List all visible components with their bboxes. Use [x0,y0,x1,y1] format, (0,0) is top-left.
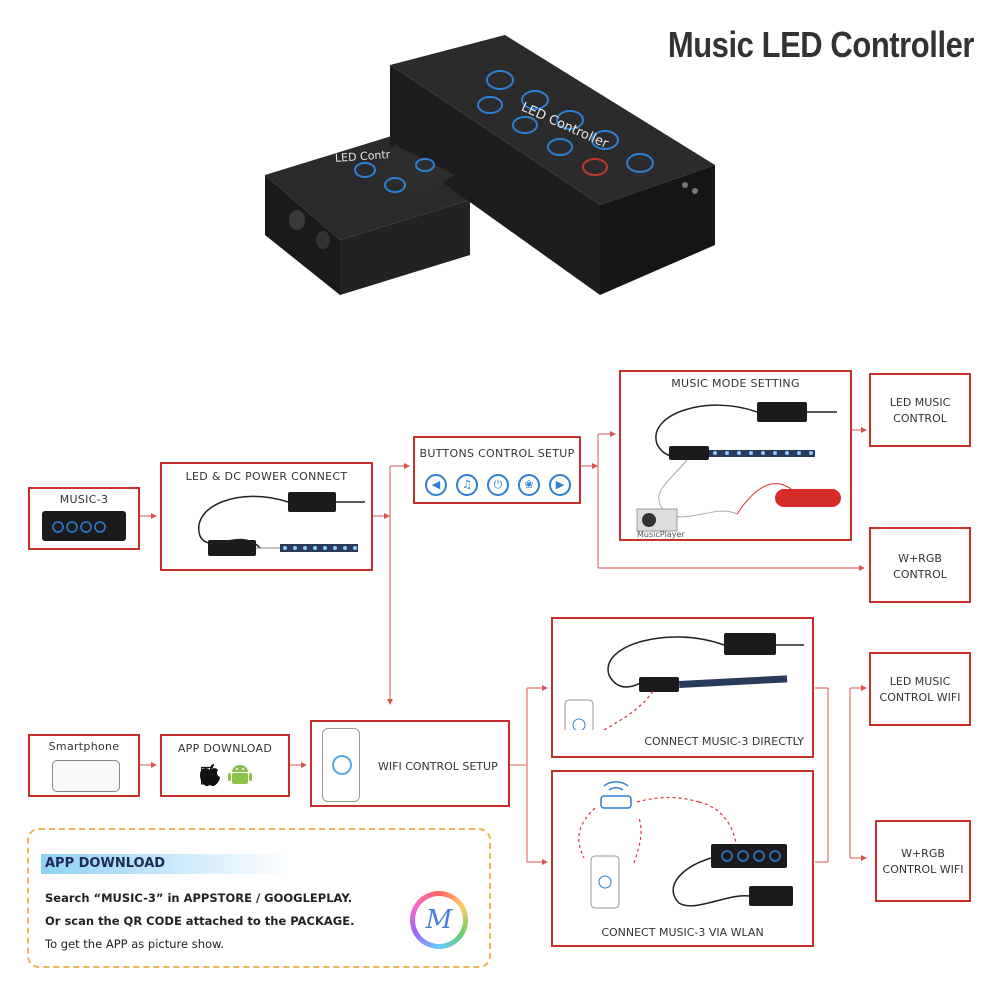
next-icon: ▶ [549,474,571,496]
led-music-wifi-line2: CONTROL WIFI [879,691,961,704]
music3-box: MUSIC-3 [28,487,140,550]
wlan-diagram [578,781,793,909]
buttons-setup-label: BUTTONS CONTROL SETUP [419,447,575,460]
connect-wlan-box: CONNECT MUSIC-3 VIA WLAN [551,770,814,947]
app-panel-line3: To get the APP as picture show. [45,937,225,951]
buttons-setup-box: BUTTONS CONTROL SETUP ◀ ♫ ⏻ ❀ ▶ [413,436,581,504]
connect-directly-box: CONNECT MUSIC-3 DIRECTLY [551,617,814,758]
connect-directly-wiring [564,633,804,730]
apple-logo-icon [200,764,220,787]
led-music-control-box: LED MUSIC CONTROL [869,373,971,447]
wifi-setup-phone-icon [322,728,360,802]
product-photo [265,35,715,295]
led-dc-wiring [197,492,365,556]
power-icon: ⏻ [487,474,509,496]
wifi-setup-app-icon [332,755,352,775]
music-mode-box: MUSIC MODE SETTING MusicPlayer [619,370,852,541]
music3-device [42,511,126,541]
color-mode-icon: ❀ [518,474,540,496]
app-download-label: APP DOWNLOAD [177,742,273,755]
led-music-control-line2: CONTROL [893,412,947,425]
wrgb-wifi-line1: W+RGB [901,847,945,860]
wifi-setup-box: WIFI CONTROL SETUP [310,720,510,807]
app-panel-line1: Search “MUSIC-3” in APPSTORE / GOOGLEPLA… [45,891,353,905]
music-note-icon: ♫ [456,474,478,496]
wifi-setup-label: WIFI CONTROL SETUP [378,760,498,773]
led-dc-connect-box: LED & DC POWER CONNECT [160,462,373,571]
music3-buttons [52,521,106,533]
led-music-wifi-box: LED MUSIC CONTROL WIFI [869,652,971,726]
smartphone-label: Smartphone [48,740,120,753]
music-player-label: MusicPlayer [637,530,685,539]
smartphone-box: Smartphone [28,734,140,797]
wrgb-wifi-line2: CONTROL WIFI [882,863,964,876]
wrgb-control-line1: W+RGB [898,552,942,565]
music3-label: MUSIC-3 [59,493,109,506]
connect-directly-label: CONNECT MUSIC-3 DIRECTLY [644,735,804,748]
music-mode-label: MUSIC MODE SETTING [671,377,800,390]
app-logo-inner: M [415,896,463,944]
app-panel-heading-bar [41,854,291,874]
wrgb-control-line2: CONTROL [893,568,947,581]
app-download-box: APP DOWNLOAD  [160,734,290,797]
app-logo-icon: M [410,891,468,949]
music-mode-wiring [636,402,841,532]
smartphone-icon [52,760,120,792]
android-icon [228,765,252,784]
wrgb-control-box: W+RGB CONTROL [869,527,971,603]
led-music-control-line1: LED MUSIC [889,396,951,409]
connect-wlan-label: CONNECT MUSIC-3 VIA WLAN [601,926,764,939]
app-panel-line2: Or scan the QR CODE attached to the PACK… [45,914,355,928]
app-panel-heading: APP DOWNLOAD [45,856,166,871]
led-dc-connect-label: LED & DC POWER CONNECT [185,470,348,483]
led-music-wifi-line1: LED MUSIC [889,675,951,688]
previous-icon: ◀ [425,474,447,496]
wrgb-wifi-box: W+RGB CONTROL WIFI [875,820,971,902]
page-title: Music LED Controller [667,24,975,65]
app-logo-letter: M [425,905,453,935]
app-download-panel: APP DOWNLOAD Search “MUSIC-3” in APPSTOR… [27,828,491,968]
